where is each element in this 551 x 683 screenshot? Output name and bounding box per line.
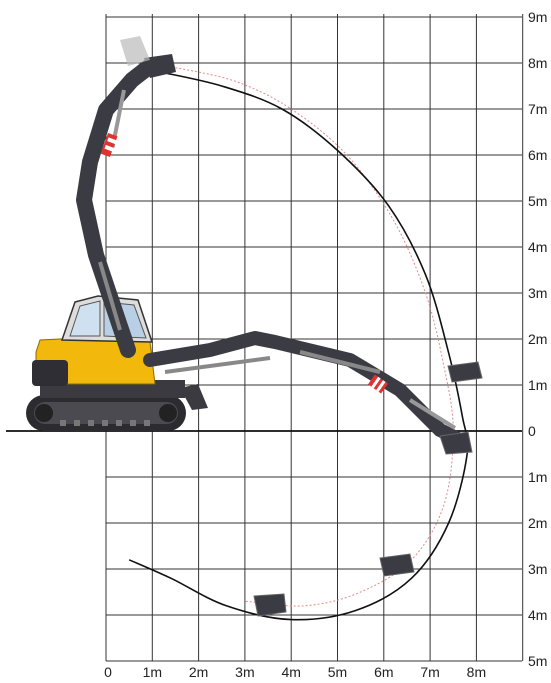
y-tick-label: 1m	[528, 469, 547, 485]
arm-extended	[143, 331, 467, 447]
y-tick-label: 1m	[528, 377, 547, 393]
dozer-blade	[180, 384, 208, 410]
bucket-attachment	[379, 553, 415, 577]
tick-labels: 0 1m 2m 3m 4m 5m 6m 7m 8m 9m 8m 7m 6m 5m 4m 3m 2m 1m 0 1m 2m…	[104, 9, 547, 680]
y-tick-label: 6m	[528, 147, 547, 163]
y-tick-label: 4m	[528, 607, 547, 623]
y-tick-label: 3m	[528, 561, 547, 577]
x-tick-label: 5m	[328, 664, 347, 680]
y-tick-label: 5m	[528, 653, 547, 669]
y-tick-label: 5m	[528, 193, 547, 209]
crawler-track	[26, 395, 186, 431]
x-tick-label: 6m	[374, 664, 393, 680]
x-tick-label: 4m	[281, 664, 300, 680]
excavator	[26, 36, 483, 617]
y-tick-label: 8m	[528, 55, 547, 71]
bucket-attachment	[439, 431, 473, 455]
y-tick-label: 0	[528, 423, 536, 439]
cab-window	[69, 300, 101, 337]
x-tick-label: 0	[104, 664, 112, 680]
reach-envelope-curve	[128, 71, 469, 621]
inner-reach-curve	[175, 67, 454, 607]
counterweight	[32, 360, 68, 386]
bucket-attachment	[447, 361, 483, 383]
y-tick-label: 3m	[528, 285, 547, 301]
x-tick-label: 7m	[420, 664, 439, 680]
y-tick-label: 4m	[528, 239, 547, 255]
x-tick-label: 8m	[467, 664, 486, 680]
grid	[105, 14, 524, 662]
y-tick-label: 2m	[528, 331, 547, 347]
x-tick-label: 2m	[189, 664, 208, 680]
bucket-attachment	[253, 593, 287, 617]
x-tick-label: 1m	[143, 664, 162, 680]
y-tick-label: 2m	[528, 515, 547, 531]
y-tick-label: 9m	[528, 9, 547, 25]
y-tick-label: 7m	[528, 101, 547, 117]
x-tick-label: 3m	[235, 664, 254, 680]
arm-raised	[76, 36, 176, 358]
